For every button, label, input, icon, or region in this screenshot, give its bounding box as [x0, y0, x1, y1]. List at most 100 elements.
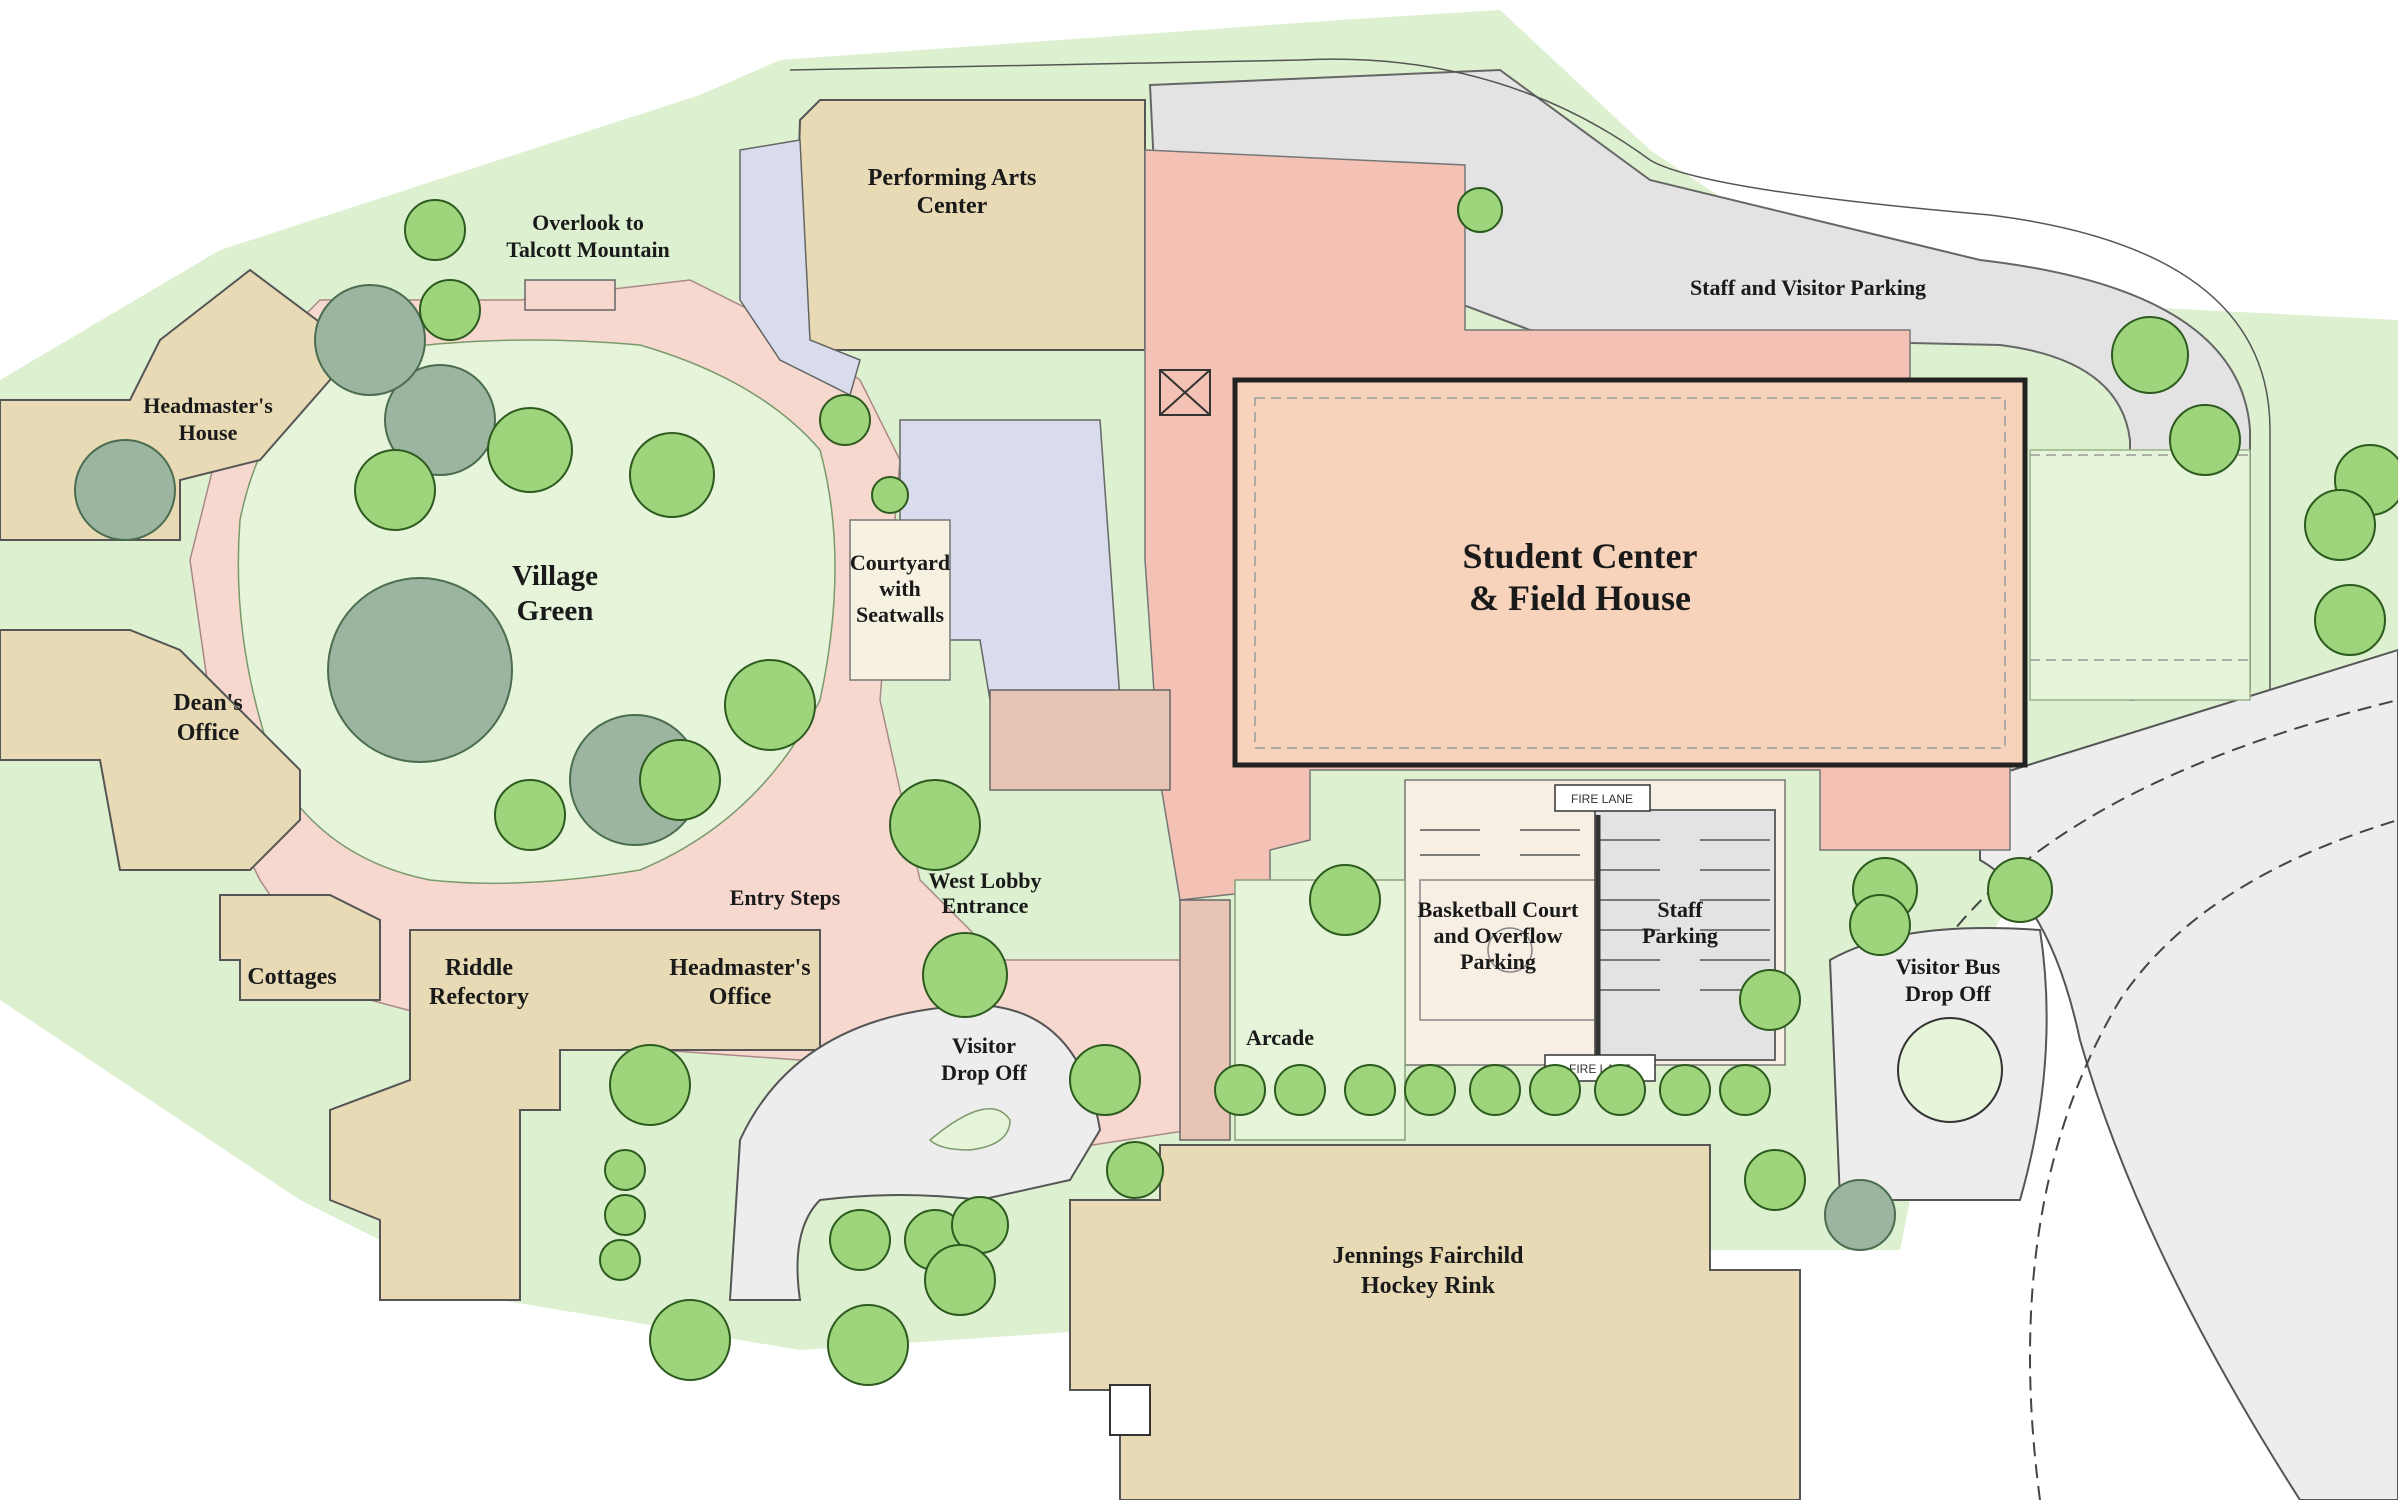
tree-icon	[819, 394, 871, 446]
label-courtyard-3: Seatwalls	[856, 602, 944, 627]
label-arcade: Arcade	[1246, 1025, 1314, 1050]
label-student-center-2: & Field House	[1469, 578, 1691, 618]
tree-icon	[404, 199, 466, 261]
tree-icon	[1457, 187, 1503, 233]
label-riddle-refectory: Riddle	[445, 955, 513, 981]
label-headmasters-office: Headmaster's	[669, 955, 810, 981]
access-road-edge-2	[2029, 819, 2398, 1500]
label-basketball: Basketball Court	[1418, 897, 1579, 922]
label-basketball-3: Parking	[1460, 949, 1536, 974]
drop-off-island	[928, 1108, 1011, 1151]
trees	[74, 187, 2398, 1386]
deans-office[interactable]	[0, 629, 301, 871]
tree-icon	[1469, 1064, 1521, 1116]
tree-icon	[604, 1149, 646, 1191]
tree-icon	[1106, 1141, 1164, 1199]
tree-icon	[1719, 1064, 1771, 1116]
tree-icon	[649, 1299, 731, 1381]
staff-parking-lot[interactable]	[1594, 809, 1776, 1061]
tree-icon	[1987, 857, 2053, 923]
label-courtyard-2: with	[879, 576, 921, 601]
label-headmasters-office-2: Office	[709, 984, 772, 1010]
tree-icon	[609, 1044, 691, 1126]
tree-icon	[494, 779, 566, 851]
tree-icon	[1069, 1044, 1141, 1116]
tree-icon	[419, 279, 481, 341]
label-visitor-bus: Visitor Bus	[1896, 954, 2001, 979]
label-student-center: Student Center	[1463, 536, 1698, 576]
fire-lane-text-top: FIRE LANE	[1571, 792, 1633, 806]
label-deans-office-2: Office	[177, 720, 240, 746]
label-performing-arts: Performing Arts	[868, 165, 1037, 191]
label-basketball-2: and Overflow	[1434, 923, 1563, 948]
label-west-lobby-2: Entrance	[942, 893, 1029, 918]
fire-lane-sign-top	[1554, 784, 1651, 812]
center-circle	[1487, 927, 1533, 973]
tree-icon	[922, 932, 1008, 1018]
parking-curb	[789, 58, 2271, 700]
tree-icon	[724, 659, 816, 751]
label-performing-arts-2: Center	[917, 193, 988, 219]
bus-turnaround-island	[1897, 1017, 2003, 1123]
tree-icon	[384, 364, 496, 476]
label-riddle-refectory-2: Refectory	[429, 984, 529, 1010]
tree-icon	[1214, 1064, 1266, 1116]
skylight-cross-2	[1159, 369, 1211, 416]
student-center-field-house[interactable]	[1232, 377, 2028, 768]
label-village-green: Village	[512, 560, 598, 592]
tree-icon	[639, 739, 721, 821]
field-house-inner	[1254, 397, 2006, 749]
label-headmasters-house-2: House	[179, 420, 238, 445]
tree-icon	[599, 1239, 641, 1281]
map-labels: Performing Arts Center Overlook to Talco…	[143, 165, 2000, 1299]
tree-icon	[2111, 316, 2189, 394]
tree-icon	[1404, 1064, 1456, 1116]
performing-arts-deck	[739, 139, 861, 397]
label-deans-office: Dean's	[173, 690, 242, 716]
label-hockey-rink-2: Hockey Rink	[1361, 1273, 1496, 1299]
label-cottages: Cottages	[247, 964, 336, 990]
tree-icon	[2169, 404, 2241, 476]
label-overlook-2: Talcott Mountain	[506, 237, 670, 262]
tree-icon	[871, 476, 909, 514]
tree-icon	[327, 577, 513, 763]
label-staff-parking: Staff	[1657, 897, 1703, 922]
tree-icon	[924, 1244, 996, 1316]
performing-arts-center[interactable]	[793, 99, 1146, 351]
cottages[interactable]	[219, 894, 381, 1001]
tree-icon	[889, 779, 981, 871]
tree-icon	[487, 407, 573, 493]
label-visitor-bus-2: Drop Off	[1905, 981, 1991, 1006]
tree-icon	[1344, 1064, 1396, 1116]
overlook-pavilion	[524, 279, 616, 311]
courtyard-seating	[849, 519, 951, 681]
tree-icon	[604, 1194, 646, 1236]
tree-icon	[74, 439, 176, 541]
tree-icon	[314, 284, 426, 396]
tree-icon	[629, 432, 715, 518]
label-courtyard: Courtyard	[850, 550, 950, 575]
tree-icon	[1659, 1064, 1711, 1116]
label-visitor-drop-off-2: Drop Off	[941, 1060, 1027, 1085]
tree-icon	[1744, 1149, 1806, 1211]
tree-icon	[1594, 1064, 1646, 1116]
hockey-rink[interactable]	[1069, 1144, 1801, 1500]
tree-icon	[1529, 1064, 1581, 1116]
label-visitor-drop-off: Visitor	[952, 1033, 1016, 1058]
tree-icon	[1824, 1179, 1896, 1251]
label-headmasters-house: Headmaster's	[143, 393, 273, 418]
tree-icon	[829, 1209, 891, 1271]
label-staff-visitor-parking: Staff and Visitor Parking	[1690, 275, 1926, 300]
label-west-lobby: West Lobby	[928, 868, 1041, 893]
tree-icon	[2304, 489, 2376, 561]
east-lawn-strip	[2029, 449, 2251, 701]
label-overlook: Overlook to	[532, 210, 644, 235]
tree-icon	[1739, 969, 1801, 1031]
parking-stalls	[1420, 829, 1770, 991]
access-road	[1979, 648, 2398, 1500]
label-entry-steps: Entry Steps	[730, 885, 841, 910]
tree-icon	[1274, 1064, 1326, 1116]
label-village-green-2: Green	[517, 595, 594, 627]
tree-icon	[827, 1304, 909, 1386]
